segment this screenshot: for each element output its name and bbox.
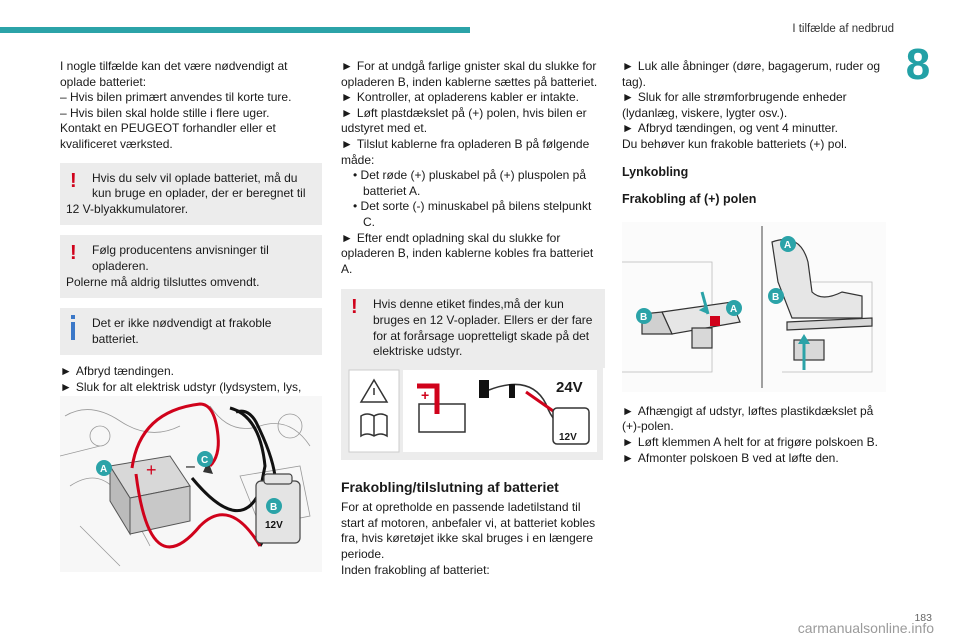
- header-accent-bar: [0, 27, 470, 33]
- arrow-icon: ►: [60, 379, 72, 394]
- battery-charger-illustration: + – 12V A C B: [60, 396, 322, 572]
- arrow-icon: ►: [622, 90, 634, 105]
- label-a: A: [784, 240, 791, 251]
- column-2: ►For at undgå farlige gnister skal du sl…: [341, 59, 605, 578]
- label-b: B: [640, 312, 647, 323]
- step: ►Sluk for alle strømforbrugende enheder …: [622, 90, 847, 120]
- paragraph: Kontakt en PEUGEOT forhandler eller et k…: [60, 121, 276, 151]
- voltage-12v: 12V: [559, 432, 577, 443]
- label-b: B: [270, 502, 277, 513]
- battery-icon: +: [417, 383, 466, 433]
- watermark: carmanualsonline.info: [797, 620, 934, 636]
- label-a: A: [730, 304, 737, 315]
- svg-text:+: +: [421, 387, 429, 403]
- arrow-icon: ►: [622, 450, 634, 465]
- arrow-icon: ►: [622, 121, 634, 136]
- arrow-icon: ►: [622, 403, 634, 418]
- chapter-number: 8: [905, 40, 931, 89]
- step: ►Afbryd tændingen.: [60, 364, 174, 379]
- warning-icon: !: [70, 169, 77, 192]
- info-box: Det er ikke nødvendigt at frakoble batte…: [60, 308, 322, 356]
- arrow-icon: ►: [341, 136, 353, 151]
- warning-triangle-icon: [359, 378, 389, 403]
- subheading: Lynkobling: [622, 164, 689, 179]
- warning-text: Polerne må aldrig tilsluttes omvendt.: [66, 274, 260, 289]
- arrow-icon: ►: [622, 59, 634, 73]
- paragraph: For at opretholde en passende ladetilsta…: [341, 500, 596, 562]
- bullet-list: • Det røde (+) pluskabel på (+) pluspole…: [341, 168, 605, 230]
- warning-box: ! Følg producentens anvisninger til opla…: [60, 235, 322, 299]
- step: ►Løft klemmen A helt for at frigøre pols…: [622, 434, 878, 449]
- column-3: ►Luk alle åbninger (døre, bagagerum, rud…: [622, 59, 888, 466]
- section-heading: Frakobling/tilslutning af batteriet: [341, 478, 559, 495]
- step: ►Efter endt opladning skal du slukke for…: [341, 230, 594, 276]
- page-number: 183: [914, 612, 932, 624]
- warning-text: 12 V-blyakkumulatorer.: [66, 201, 189, 216]
- step: ►Afbryd tændingen, og vent 4 minutter.: [622, 121, 839, 136]
- list-item: • Det sorte (-) minuskabel på bilens ste…: [353, 199, 592, 229]
- label-b: B: [772, 292, 779, 303]
- paragraph: – Hvis bilen primært anvendes til korte …: [60, 90, 292, 105]
- terminal-disconnect-illustration: A B A B: [622, 222, 886, 392]
- paragraph: – Hvis bilen skal holde stille i flere u…: [60, 105, 270, 120]
- column-1: I nogle tilfælde kan det være nødvendigt…: [60, 59, 322, 411]
- arrow-icon: ►: [60, 364, 72, 379]
- arrow-icon: ►: [341, 59, 353, 73]
- subheading: Frakobling af (+) polen: [622, 192, 757, 207]
- paragraph: I nogle tilfælde kan det være nødvendigt…: [60, 59, 288, 89]
- warning-icon: !: [70, 242, 77, 265]
- list-item: • Det røde (+) pluskabel på (+) pluspole…: [353, 168, 586, 198]
- step: ►For at undgå farlige gnister skal du sl…: [341, 59, 598, 89]
- label-c: C: [201, 455, 208, 466]
- warning-icon: !: [351, 296, 358, 319]
- engine-bay-drawing: + – 12V A C B: [60, 396, 322, 572]
- voltage-24v: 24V: [556, 379, 583, 396]
- info-icon: [70, 315, 76, 341]
- plus-sign: +: [146, 460, 157, 480]
- arrow-icon: ►: [341, 105, 353, 120]
- arrow-icon: ►: [341, 230, 353, 245]
- charger-label-illustration: + 24V 12V: [341, 364, 603, 460]
- manual-book-icon: [360, 413, 388, 438]
- step: ►Kontroller, at opladerens kabler er int…: [341, 90, 580, 105]
- warning-box: ! Hvis denne etiket findes,må der kun br…: [341, 289, 605, 368]
- charger-12v-icon: 12V: [552, 407, 590, 445]
- warning-text: Følg producentens anvisninger til oplade…: [92, 243, 269, 273]
- arrow-icon: ►: [622, 434, 634, 449]
- step: ►Løft plastdækslet på (+) polen, hvis bi…: [341, 105, 587, 136]
- label-a: A: [100, 464, 107, 475]
- step: ►Luk alle åbninger (døre, bagagerum, rud…: [622, 59, 881, 89]
- info-text: Det er ikke nødvendigt at frakoble batte…: [92, 316, 272, 346]
- warning-text: Hvis denne etiket findes,må der kun brug…: [373, 297, 593, 359]
- section-title: I tilfælde af nedbrud: [792, 23, 894, 35]
- paragraph: Inden frakobling af batteriet:: [341, 562, 490, 577]
- charger-voltage: 12V: [265, 520, 283, 531]
- warning-box: ! Hvis du selv vil oplade batteriet, må …: [60, 162, 322, 226]
- paragraph: Du behøver kun frakoble batteriets (+) p…: [622, 136, 848, 151]
- warning-text: Hvis du selv vil oplade batteriet, må du…: [92, 170, 306, 201]
- step: ►Tilslut kablerne fra opladeren B på føl…: [341, 136, 590, 167]
- step: ►Afhængigt af udstyr, løftes plastikdæks…: [622, 403, 874, 434]
- minus-sign: –: [186, 458, 195, 475]
- arrow-icon: ►: [341, 90, 353, 105]
- step: ►Afmonter polskoen B ved at løfte den.: [622, 450, 839, 465]
